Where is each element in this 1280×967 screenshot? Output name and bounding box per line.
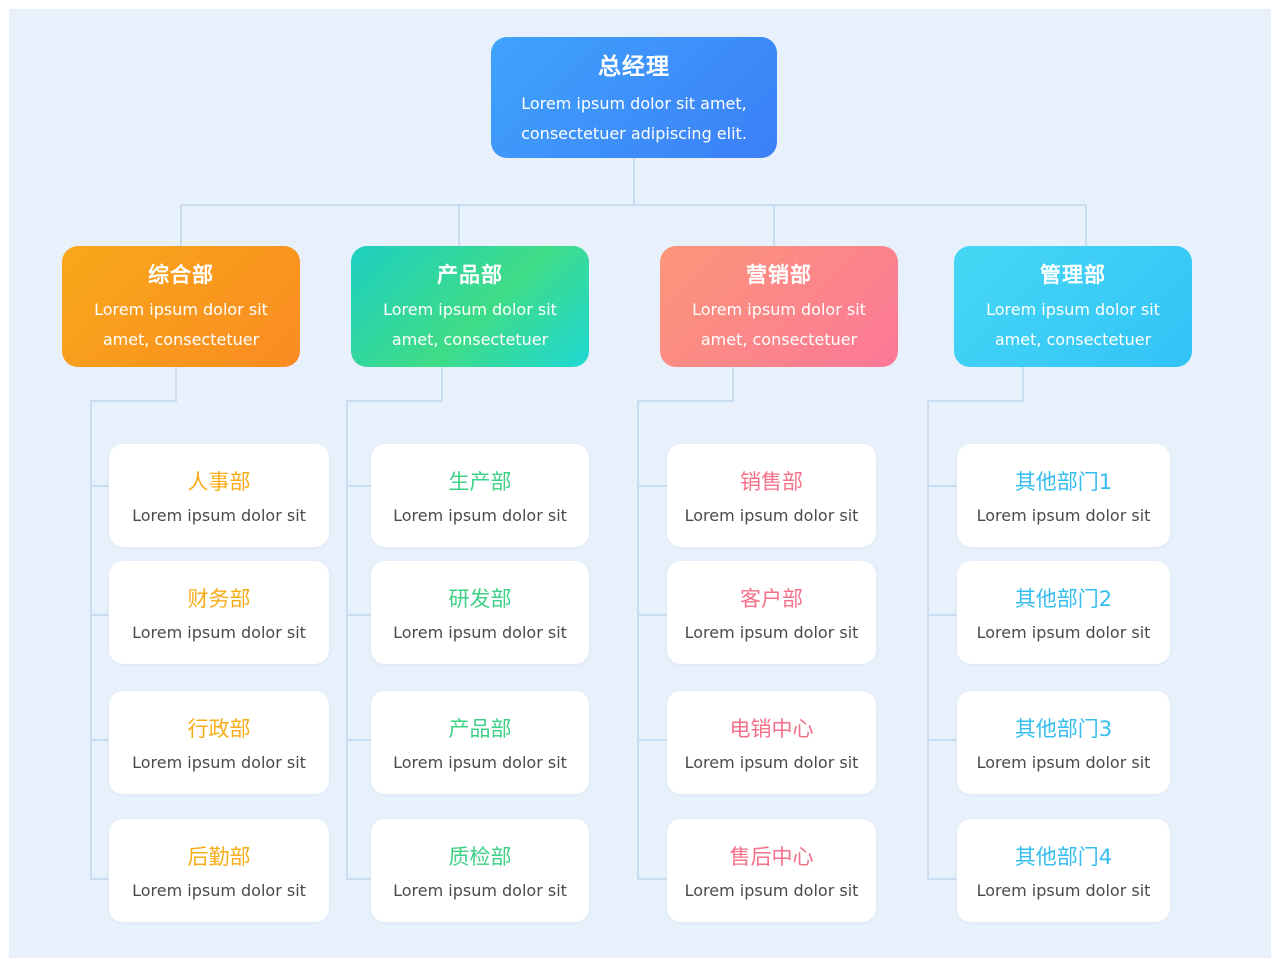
node-desc: Lorem ipsum dolor sit (976, 753, 1151, 772)
node-dept-4: 管理部 Lorem ipsum dolor sit amet, consecte… (954, 246, 1192, 367)
node-desc-line1: Lorem ipsum dolor sit (692, 299, 866, 319)
node-sub-4-2: 其他部门2 Lorem ipsum dolor sit (957, 561, 1170, 664)
node-sub-1-2: 财务部 Lorem ipsum dolor sit (109, 561, 329, 664)
node-sub-3-4: 售后中心 Lorem ipsum dolor sit (667, 819, 876, 922)
node-desc-line1: Lorem ipsum dolor sit (94, 299, 268, 319)
node-desc: Lorem ipsum dolor sit (132, 623, 306, 642)
node-sub-2-1: 生产部 Lorem ipsum dolor sit (371, 444, 589, 547)
node-desc: Lorem ipsum dolor sit (393, 881, 567, 900)
node-title: 售后中心 (729, 845, 814, 869)
node-desc: Lorem ipsum dolor sit (393, 506, 567, 525)
node-title: 研发部 (448, 587, 512, 611)
node-title: 其他部门2 (1014, 587, 1113, 611)
node-sub-4-1: 其他部门1 Lorem ipsum dolor sit (957, 444, 1170, 547)
node-sub-1-3: 行政部 Lorem ipsum dolor sit (109, 691, 329, 794)
node-title: 综合部 (148, 262, 214, 287)
node-title: 总经理 (598, 53, 670, 80)
node-desc-line2: consectetuer adipiscing elit. (521, 123, 747, 143)
node-desc: Lorem ipsum dolor sit (132, 753, 306, 772)
node-sub-3-2: 客户部 Lorem ipsum dolor sit (667, 561, 876, 664)
node-desc: Lorem ipsum dolor sit (976, 623, 1151, 642)
node-title: 质检部 (448, 845, 512, 869)
connector-col1-trunk (90, 366, 177, 880)
node-dept-1: 综合部 Lorem ipsum dolor sit amet, consecte… (62, 246, 300, 367)
node-sub-3-1: 销售部 Lorem ipsum dolor sit (667, 444, 876, 547)
connector-col2-trunk (346, 366, 443, 880)
node-desc: Lorem ipsum dolor sit (393, 623, 567, 642)
node-desc-line1: Lorem ipsum dolor sit (383, 299, 557, 319)
node-dept-3: 营销部 Lorem ipsum dolor sit amet, consecte… (660, 246, 898, 367)
node-title: 营销部 (746, 262, 812, 287)
node-title: 人事部 (187, 470, 251, 494)
node-title: 生产部 (448, 470, 512, 494)
node-desc: Lorem ipsum dolor sit (976, 506, 1151, 525)
node-title: 行政部 (187, 717, 251, 741)
node-title: 产品部 (448, 717, 512, 741)
node-title: 其他部门1 (1014, 470, 1113, 494)
node-title: 客户部 (740, 587, 803, 611)
node-sub-1-4: 后勤部 Lorem ipsum dolor sit (109, 819, 329, 922)
connector-col3-trunk (637, 366, 734, 880)
node-title: 财务部 (187, 587, 251, 611)
node-sub-3-3: 电销中心 Lorem ipsum dolor sit (667, 691, 876, 794)
node-desc: Lorem ipsum dolor sit (976, 881, 1151, 900)
node-title: 产品部 (437, 262, 503, 287)
node-desc: Lorem ipsum dolor sit (684, 753, 859, 772)
node-sub-2-3: 产品部 Lorem ipsum dolor sit (371, 691, 589, 794)
node-desc-line1: Lorem ipsum dolor sit amet, (521, 93, 747, 113)
node-title: 后勤部 (187, 845, 251, 869)
node-desc: Lorem ipsum dolor sit (684, 623, 859, 642)
node-desc: Lorem ipsum dolor sit (393, 753, 567, 772)
node-title: 其他部门3 (1014, 717, 1113, 741)
node-title: 销售部 (740, 470, 803, 494)
node-general-manager: 总经理 Lorem ipsum dolor sit amet, consecte… (491, 37, 777, 158)
node-desc: Lorem ipsum dolor sit (684, 506, 859, 525)
node-desc-line1: Lorem ipsum dolor sit (986, 299, 1160, 319)
connector-col4-trunk (927, 366, 1024, 880)
node-desc: Lorem ipsum dolor sit (132, 881, 306, 900)
node-title: 管理部 (1040, 262, 1106, 287)
node-title: 其他部门4 (1014, 845, 1113, 869)
node-sub-4-4: 其他部门4 Lorem ipsum dolor sit (957, 819, 1170, 922)
node-desc: Lorem ipsum dolor sit (132, 506, 306, 525)
node-desc-line2: amet, consectetuer (700, 329, 858, 349)
node-dept-2: 产品部 Lorem ipsum dolor sit amet, consecte… (351, 246, 589, 367)
node-sub-2-4: 质检部 Lorem ipsum dolor sit (371, 819, 589, 922)
node-sub-1-1: 人事部 Lorem ipsum dolor sit (109, 444, 329, 547)
node-desc-line2: amet, consectetuer (994, 329, 1152, 349)
node-sub-2-2: 研发部 Lorem ipsum dolor sit (371, 561, 589, 664)
node-desc: Lorem ipsum dolor sit (684, 881, 859, 900)
node-desc-line2: amet, consectetuer (391, 329, 549, 349)
node-title: 电销中心 (729, 717, 814, 741)
node-sub-4-3: 其他部门3 Lorem ipsum dolor sit (957, 691, 1170, 794)
node-desc-line2: amet, consectetuer (102, 329, 260, 349)
